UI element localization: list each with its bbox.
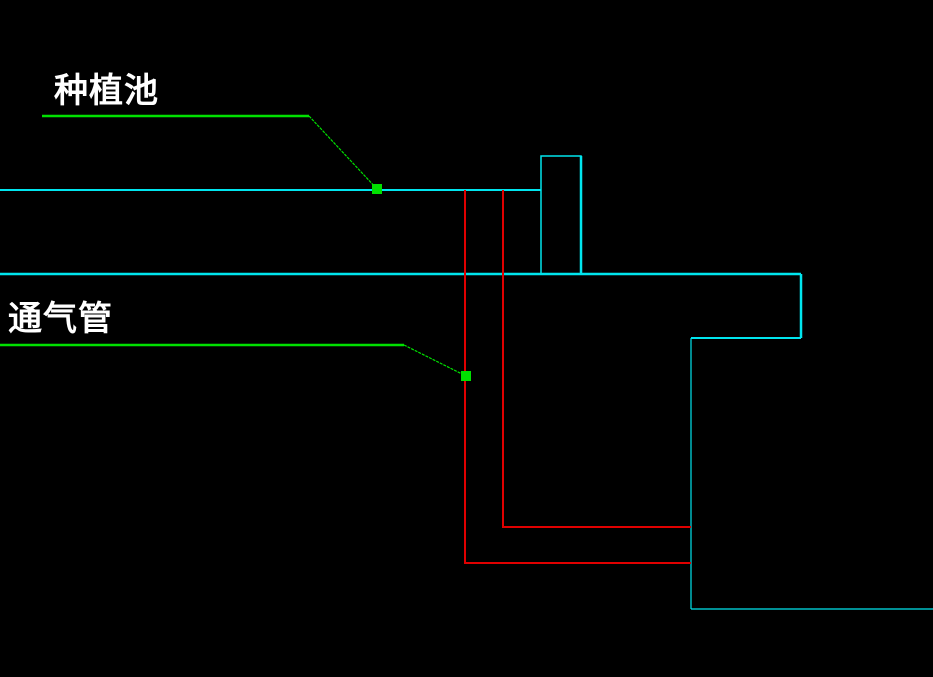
vent-pipe-lines	[464, 190, 691, 564]
planting-pool-leader-slant	[308, 115, 378, 190]
vent-pipe-outer	[464, 190, 691, 564]
leader-lines	[0, 114, 467, 377]
planting-pool-label: 种植池	[54, 71, 159, 111]
vent-pipe-label: 通气管	[8, 299, 113, 339]
vent-pipe-inner	[502, 190, 691, 528]
parapet-post	[540, 155, 582, 275]
vent-pipe-leader-marker	[461, 371, 471, 381]
planting-pool-leader-marker	[372, 184, 382, 194]
vent-pipe-leader-slant	[403, 344, 467, 377]
structure-outline	[0, 155, 933, 610]
